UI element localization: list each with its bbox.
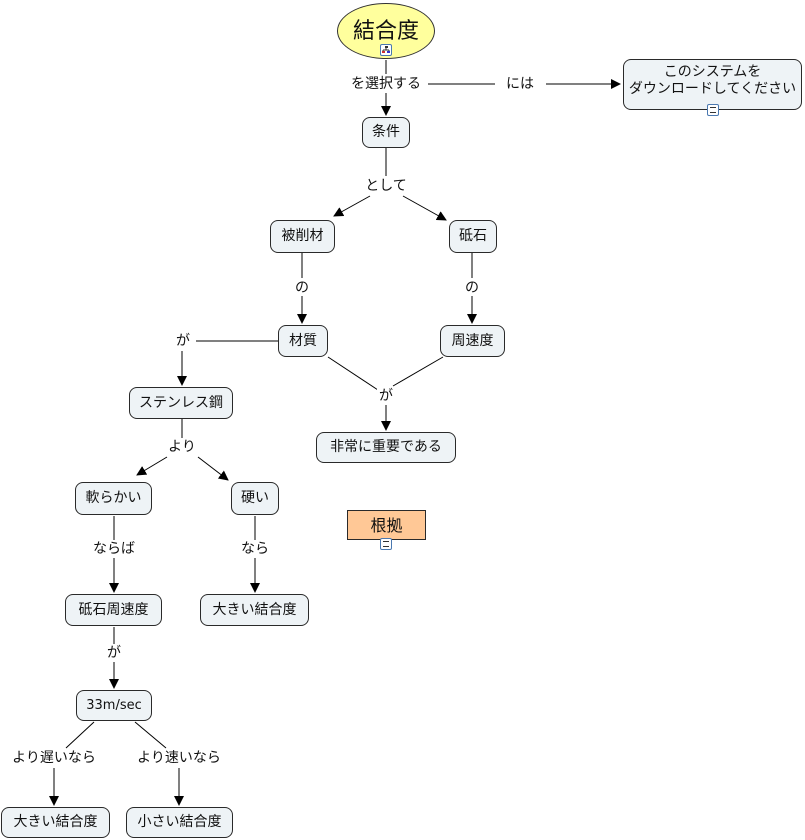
node-speed-value-label: 33m/sec xyxy=(86,698,142,713)
root-concept-label: 結合度 xyxy=(352,18,419,44)
node-workpiece[interactable]: 被削材 xyxy=(270,220,335,253)
link-label-of-2: の xyxy=(463,280,481,296)
document-icon[interactable] xyxy=(380,538,392,550)
download-line-2: ダウンロードしてください xyxy=(628,80,797,97)
download-line-1: このシステムを xyxy=(663,63,762,80)
link-label-ga-1: が xyxy=(174,333,192,349)
line-value-slower xyxy=(65,721,95,749)
link-label-slower: より遅いなら xyxy=(10,750,98,766)
link-label-faster: より速いなら xyxy=(135,750,223,766)
link-label-to-do: には xyxy=(504,76,536,92)
node-conditions[interactable]: 条件 xyxy=(362,117,410,148)
node-material[interactable]: 材質 xyxy=(278,325,328,357)
node-large-bond-1-label: 大きい結合度 xyxy=(212,601,297,618)
link-label-if-then: ならば xyxy=(91,541,137,557)
node-hard[interactable]: 硬い xyxy=(231,482,279,515)
node-large-bond-2[interactable]: 大きい結合度 xyxy=(1,807,110,838)
node-workpiece-label: 被削材 xyxy=(281,228,324,244)
node-grindstone[interactable]: 砥石 xyxy=(449,220,497,253)
line-speed-ga xyxy=(392,356,444,387)
line-as-workpiece xyxy=(333,195,371,217)
node-stainless-label: ステンレス鋼 xyxy=(139,394,223,411)
node-grindstone-label: 砥石 xyxy=(459,228,487,244)
node-basis-label: 根拠 xyxy=(370,515,403,535)
node-peripheral-speed-label: 周速度 xyxy=(451,332,494,349)
node-grindstone-speed[interactable]: 砥石周速度 xyxy=(65,594,162,626)
node-large-bond-2-label: 大きい結合度 xyxy=(13,814,98,830)
node-small-bond-label: 小さい結合度 xyxy=(137,814,222,830)
node-very-important[interactable]: 非常に重要である xyxy=(316,432,456,463)
node-basis[interactable]: 根拠 xyxy=(347,510,426,540)
link-label-as: として xyxy=(363,178,409,194)
node-material-label: 材質 xyxy=(289,332,317,349)
document-icon[interactable] xyxy=(707,104,719,116)
line-material-ga xyxy=(327,356,379,391)
link-label-select: を選択する xyxy=(349,76,423,92)
node-hard-label: 硬い xyxy=(241,490,269,506)
link-label-than: より xyxy=(166,439,198,455)
node-soft-label: 軟らかい xyxy=(85,490,142,506)
line-than-soft xyxy=(136,456,168,476)
node-conditions-label: 条件 xyxy=(372,124,400,140)
node-soft[interactable]: 軟らかい xyxy=(75,482,152,515)
download-node[interactable]: このシステムを ダウンロードしてください xyxy=(623,59,802,110)
node-stainless[interactable]: ステンレス鋼 xyxy=(129,387,233,419)
line-than-hard xyxy=(197,456,229,481)
node-very-important-label: 非常に重要である xyxy=(330,439,442,455)
node-large-bond-1[interactable]: 大きい結合度 xyxy=(200,594,309,626)
line-value-faster xyxy=(134,721,167,749)
link-label-ga-3: が xyxy=(105,645,123,661)
link-label-of-1: の xyxy=(293,280,311,296)
link-label-if: なら xyxy=(239,541,271,557)
node-small-bond[interactable]: 小さい結合度 xyxy=(126,807,233,838)
node-grindstone-speed-label: 砥石周速度 xyxy=(78,601,149,618)
link-label-ga-2: が xyxy=(377,388,395,404)
node-speed-value[interactable]: 33m/sec xyxy=(76,690,152,721)
node-peripheral-speed[interactable]: 周速度 xyxy=(440,325,505,357)
submap-icon[interactable] xyxy=(380,44,392,56)
line-as-grindstone xyxy=(402,195,447,221)
